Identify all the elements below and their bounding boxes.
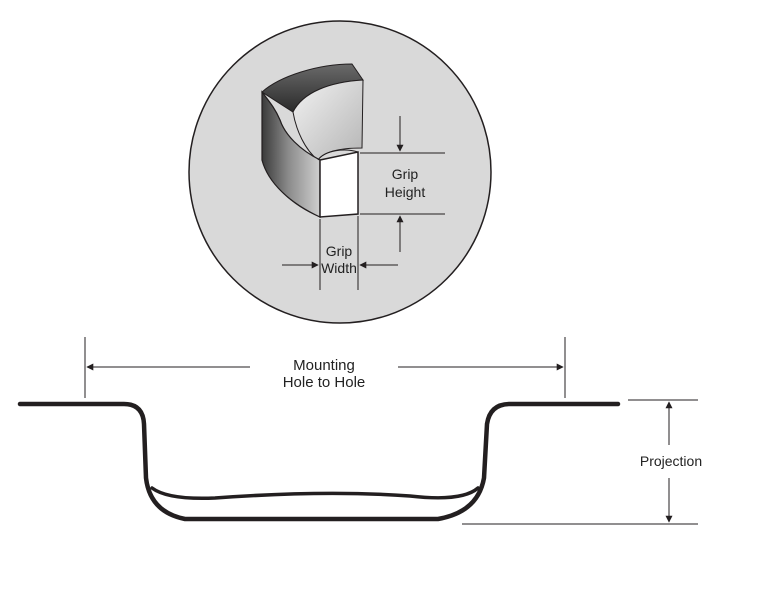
- mounting-label-line1: Mounting: [293, 357, 355, 374]
- projection-dimension: [462, 399, 698, 525]
- grip-width-dimension: [282, 216, 398, 290]
- mounting-dimension: [84, 337, 566, 398]
- projection-label: Projection: [640, 453, 702, 469]
- grip-width-label-line1: Grip: [326, 243, 353, 259]
- grip-height-dimension: [360, 116, 445, 252]
- grip-height-label-line2: Height: [385, 184, 426, 200]
- grip-width-label-line2: Width: [321, 260, 357, 276]
- mounting-label-line2: Hole to Hole: [283, 374, 366, 391]
- panel-profile: [17, 401, 621, 522]
- grip-height-label-line1: Grip: [392, 166, 419, 182]
- grip-seal-cross-section: [261, 63, 364, 218]
